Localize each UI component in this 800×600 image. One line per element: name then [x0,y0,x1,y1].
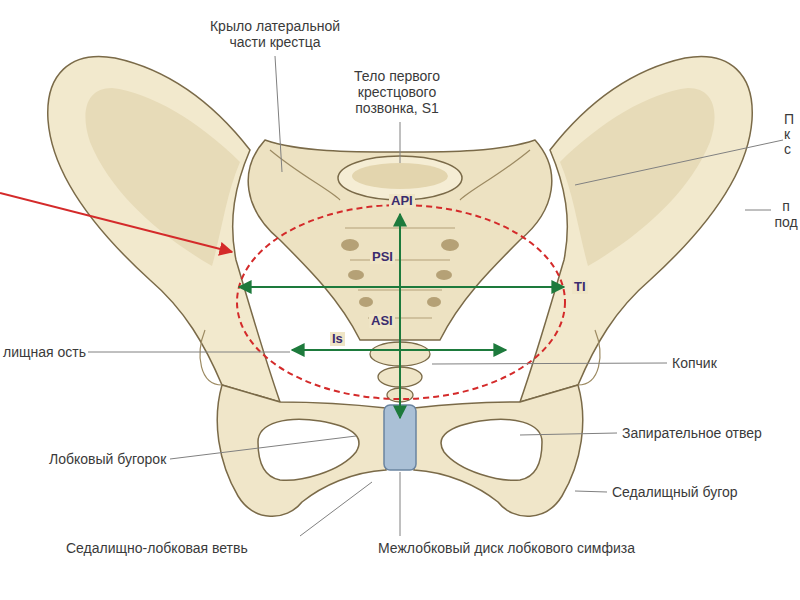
sacral-foramen [436,270,452,280]
sacral-foramen [341,239,359,251]
part-label: Седалищно-лобковая ветвь [66,540,248,556]
part-label: П к с [784,112,798,157]
measure-label: PSI [370,250,395,264]
leader-line [432,363,667,364]
measure-label: TI [572,280,588,294]
part-label: Тело первого крестцового позвонка, S1 [337,68,457,116]
leader-line [170,436,356,459]
part-label: Лобковый бугорок [49,451,166,467]
part-label: п под [774,198,798,230]
conjugate-line [399,214,401,418]
part-label: Копчик [672,355,717,371]
sacral-foramen [348,270,364,280]
leader-line [300,482,372,536]
leader-line [575,140,783,185]
measure-label: Is [330,332,345,346]
sacral-foramen [359,297,373,307]
leader-line [275,56,282,172]
leader-line [575,491,607,492]
part-label: Запирательное отвер [622,425,762,441]
measure-label: ASI [369,314,395,328]
part-label: Седалищный бугор [612,484,738,500]
part-label: Крыло латеральной части крестца [200,18,350,50]
measure-label: API [389,194,415,208]
part-label: лищная ость [3,344,86,360]
leader-lines [88,56,783,536]
transverse-line [239,286,564,288]
leader-line [400,122,401,163]
leader-line [745,210,771,211]
pointer-arrow [0,193,232,252]
interspinous-line [292,349,506,351]
sacral-foramen [427,297,441,307]
leader-line [520,433,617,435]
s1-surface [352,163,448,189]
leader-line [88,352,290,353]
leader-line [400,472,401,536]
part-label: Межлобковый диск лобкового симфиза [378,540,635,556]
sacral-foramen [441,239,459,251]
